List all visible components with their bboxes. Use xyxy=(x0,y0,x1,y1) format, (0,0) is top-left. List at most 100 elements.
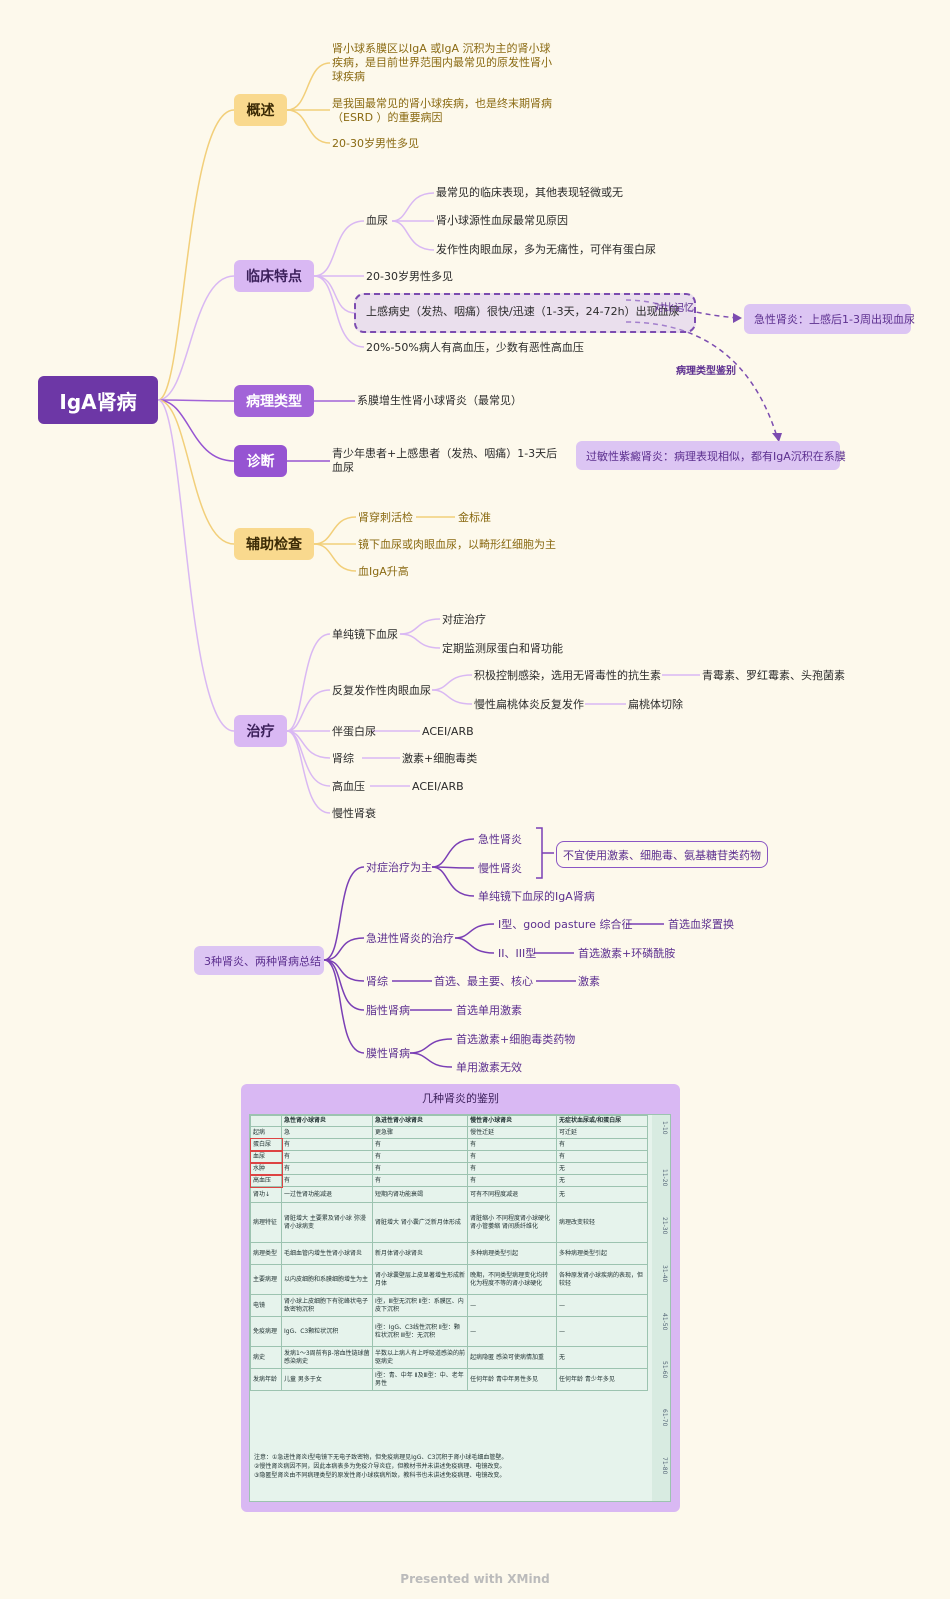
table-cell: 有 xyxy=(555,1150,649,1163)
clinical-hematuria: 血尿 xyxy=(366,214,388,227)
hematuria-item-1: 最常见的临床表现，其他表现轻微或无 xyxy=(436,186,623,199)
table-row-label: 高血压 xyxy=(250,1173,283,1188)
table-note-line: 注意：①急进性肾炎Ⅰ型电镜下无电子致密物，但免疫病理见IgG、C3沉积于肾小球毛… xyxy=(254,1454,508,1461)
table-row: 血尿有有有有 xyxy=(250,1149,649,1164)
table-row: 高血压有有有无 xyxy=(250,1173,649,1188)
table-cell: 肾小球囊壁层上皮显著增生形成新月体 xyxy=(371,1264,469,1295)
table-cell: 无 xyxy=(555,1174,649,1187)
table-header-cell: 慢性肾小球肾炎 xyxy=(467,1115,557,1127)
hematuria-item-2: 肾小球源性血尿最常见原因 xyxy=(436,214,568,227)
side-tick-label: 1-10 xyxy=(661,1121,668,1135)
infection-highlight-box xyxy=(354,293,696,333)
table-cell: 有 xyxy=(371,1150,469,1163)
table-row: 水肿有有有无 xyxy=(250,1161,649,1176)
side-tick-label: 71-80 xyxy=(661,1457,668,1475)
table-row-label: 水肿 xyxy=(250,1161,283,1176)
diagnosis-item: 青少年患者+上感患者（发热、咽痛）1-3天后血尿 xyxy=(332,447,558,474)
table-cell: 多种病理类型引起 xyxy=(467,1242,557,1265)
comparison-table-image: 急性肾小球肾炎急进性肾小球肾炎慢性肾小球肾炎无症状血尿或/和蛋白尿起病急更急骤慢… xyxy=(249,1114,671,1502)
side-tick-label: 51-60 xyxy=(661,1361,668,1379)
branch-auxiliary[interactable]: 辅助检查 xyxy=(234,528,314,560)
summary-type23-tx: 首选激素+环磷酰胺 xyxy=(578,947,676,960)
table-header-cell: 急性肾小球肾炎 xyxy=(281,1115,373,1127)
table-row-label: 病理类型 xyxy=(250,1242,282,1265)
hematuria-item-3: 发作性肉眼血尿，多为无痛性，可伴有蛋白尿 xyxy=(436,243,656,256)
tx-simple-item-2: 定期监测尿蛋白和肾功能 xyxy=(442,642,563,655)
pathology-item: 系膜增生性肾小球肾炎（最常见） xyxy=(357,394,522,407)
table-row-label: 病理特征 xyxy=(250,1202,282,1243)
table-cell: 可有不同程度减退 xyxy=(467,1186,557,1203)
table-cell: 新月体肾小球肾炎 xyxy=(371,1242,469,1265)
table-cell: 有 xyxy=(467,1174,557,1187)
branch-overview[interactable]: 概述 xyxy=(234,94,287,126)
summary-rpgn: 急进性肾炎的治疗 xyxy=(366,932,454,945)
table-cell: 急 xyxy=(281,1126,373,1139)
clinical-age: 20-30岁男性多见 xyxy=(366,270,453,283)
table-cell: 有 xyxy=(281,1138,373,1151)
table-cell: 有 xyxy=(467,1138,557,1151)
purpura-callout[interactable]: 过敏性紫癜肾炎：病理表现相似，都有IgA沉积在系膜 xyxy=(576,441,846,470)
comparison-table-node[interactable]: 几种肾炎的鉴别 急性肾小球肾炎急进性肾小球肾炎慢性肾小球肾炎无症状血尿或/和蛋白… xyxy=(241,1084,680,1512)
table-cell: 有 xyxy=(281,1162,373,1175)
tx-chronic-failure: 慢性肾衰 xyxy=(332,807,376,820)
clinical-hypertension: 20%-50%病人有高血压，少数有恶性高血压 xyxy=(366,341,584,354)
root-node[interactable]: IgA肾病 xyxy=(38,376,158,424)
table-cell: 有 xyxy=(371,1174,469,1187)
side-tick-label: 11-20 xyxy=(661,1169,668,1187)
overview-item-2: 是我国最常见的肾小球疾病，也是终末期肾病（ESRD ）的重要病因 xyxy=(332,97,552,124)
table-row-label: 肾功↓ xyxy=(250,1186,282,1203)
table-cell: 肾脏增大 主要累及肾小球 弥漫肾小球病变 xyxy=(281,1202,373,1243)
table-cell: 有 xyxy=(281,1174,373,1187)
table-row: 病史发病1～3周前有β-溶血性链球菌感染病史半数以上病人有上呼吸道感染的前驱病史… xyxy=(250,1346,649,1369)
summary-membranous-tx2: 单用激素无效 xyxy=(456,1061,522,1074)
summary-lipoid-tx: 首选单用激素 xyxy=(456,1004,522,1017)
table-cell: 各种原发肾小球疾病的表现，但较轻 xyxy=(555,1264,649,1295)
table-cell: 肾脏缩小 不同程度肾小球硬化 肾小管萎缩 肾间质纤维化 xyxy=(467,1202,557,1243)
table-cell: 更急骤 xyxy=(371,1126,469,1139)
clinical-infection: 上感病史（发热、咽痛）很快/迅速（1-3天，24-72h）出现血尿 xyxy=(366,305,680,318)
table-row: 主要病理以内皮细胞和系膜细胞增生为主肾小球囊壁层上皮显著增生形成新月体晚期，不同… xyxy=(250,1264,649,1295)
table-row-label: 电镜 xyxy=(250,1294,282,1317)
table-note-line: ③隐匿型肾炎由不同病理类型的原发性肾小球疾病所致，教科书也未讲述免疫病理、电镜改… xyxy=(254,1472,506,1479)
tx-infection-control: 积极控制感染，选用无肾毒性的抗生素 xyxy=(474,669,661,682)
table-header-cell xyxy=(250,1115,282,1127)
table-cell: 半数以上病人有上呼吸道感染的前驱病史 xyxy=(371,1346,469,1369)
branch-treatment[interactable]: 治疗 xyxy=(234,715,287,747)
table-cell: 慢性迁延 xyxy=(467,1126,557,1139)
branch-clinical[interactable]: 临床特点 xyxy=(234,260,314,292)
summary-membranous: 膜性肾病 xyxy=(366,1047,410,1060)
table-cell: IgG、C3颗粒状沉积 xyxy=(281,1316,373,1347)
table-cell: 任何年龄 青少年多见 xyxy=(555,1368,649,1391)
acute-nephritis-callout[interactable]: 急性肾炎：上感后1-3周出现血尿 xyxy=(744,304,915,334)
table-row-label: 主要病理 xyxy=(250,1264,282,1295)
summary-ns: 肾综 xyxy=(366,975,388,988)
table-cell: — xyxy=(467,1294,557,1317)
summary-avoid-box[interactable]: 不宜使用激素、细胞毒、氨基糖苷类药物 xyxy=(556,841,768,868)
tx-simple: 单纯镜下血尿 xyxy=(332,628,398,641)
tx-nephrotic-drug: 激素+细胞毒类 xyxy=(402,752,478,765)
comparison-table-title: 几种肾炎的鉴别 xyxy=(422,1092,499,1105)
table-cell: 以内皮细胞和系膜细胞增生为主 xyxy=(281,1264,373,1295)
table-cell: 儿童 男多于女 xyxy=(281,1368,373,1391)
table-cell: 有 xyxy=(555,1138,649,1151)
side-tick-label: 41-50 xyxy=(661,1313,668,1331)
branch-pathology[interactable]: 病理类型 xyxy=(234,385,314,417)
side-tick-label: 21-30 xyxy=(661,1217,668,1235)
summary-symptomatic: 对症治疗为主 xyxy=(366,861,432,874)
table-cell: 起病隐匿 感染可使病情加重 xyxy=(467,1346,557,1369)
table-cell: 多种病理类型引起 xyxy=(555,1242,649,1265)
table-cell: 有 xyxy=(371,1138,469,1151)
tx-proteinuria-drug: ACEI/ARB xyxy=(422,725,474,738)
summary-acute: 急性肾炎 xyxy=(478,833,522,846)
table-cell: — xyxy=(467,1316,557,1347)
summary-ns-core: 首选、最主要、核心 xyxy=(434,975,533,988)
summary-membranous-tx1: 首选激素+细胞毒类药物 xyxy=(456,1033,576,1046)
table-cell: 毛细血管内增生性肾小球肾炎 xyxy=(281,1242,373,1265)
table-cell: 有 xyxy=(467,1162,557,1175)
summary-root[interactable]: 3种肾炎、两种肾病总结 xyxy=(194,946,324,975)
branch-diagnosis[interactable]: 诊断 xyxy=(234,445,287,477)
table-row: 病理类型毛细血管内增生性肾小球肾炎新月体肾小球肾炎多种病理类型引起多种病理类型引… xyxy=(250,1242,649,1265)
